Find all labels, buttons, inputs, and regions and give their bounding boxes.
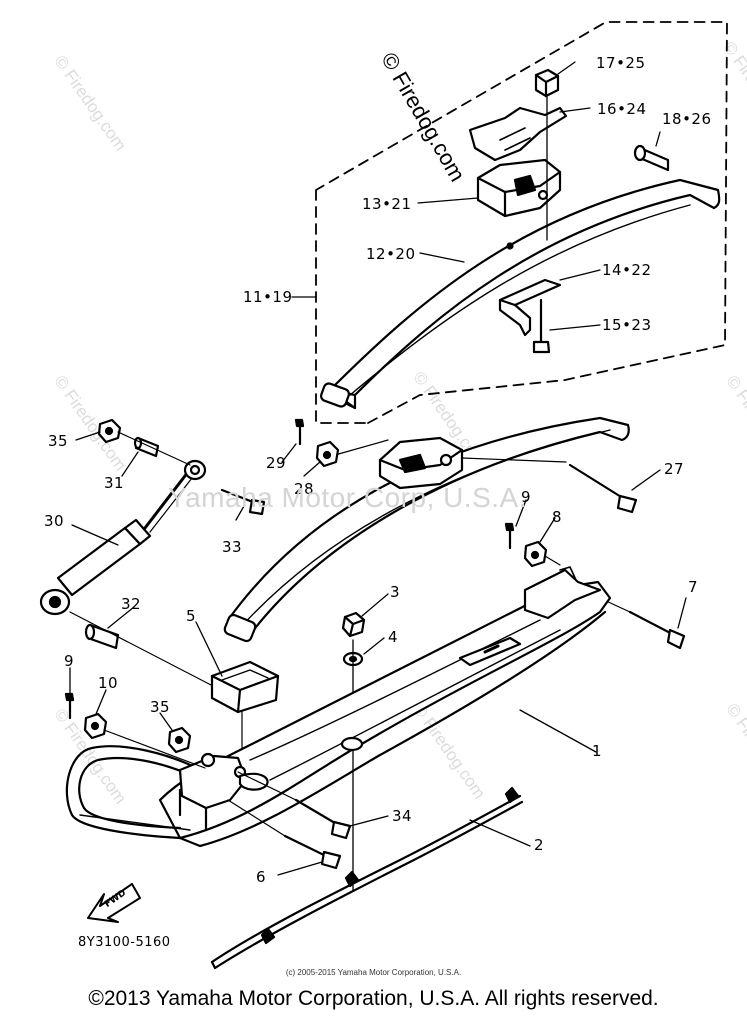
bolt-7: [628, 610, 686, 650]
callout-6: 6: [256, 868, 266, 886]
ski-front-loop: [65, 745, 212, 840]
bolt-6: [283, 834, 342, 870]
upper-bushing: [633, 144, 670, 172]
callout-3: 3: [390, 583, 400, 601]
bracket-5: [210, 660, 280, 714]
lower-spring-clamp: [378, 436, 464, 490]
callout-16-24: 16•24: [597, 100, 647, 118]
callout-27: 27: [664, 460, 684, 478]
spacer-31: [133, 436, 160, 458]
callout-2: 2: [534, 836, 544, 854]
callout-7: 7: [688, 578, 698, 596]
bolt-27: [568, 463, 638, 514]
callout-4: 4: [388, 628, 398, 646]
callout-33: 33: [222, 538, 242, 556]
copyright-small: (c) 2005-2015 Yamaha Motor Corporation, …: [285, 968, 462, 977]
nut-3: [341, 611, 366, 638]
nut-10: [83, 712, 108, 740]
nut-35-upper: [97, 418, 122, 444]
callout-8: 8: [552, 508, 562, 526]
watermark-main: Yamaha Motor Corp, U.S.A.: [168, 482, 527, 513]
callout-34: 34: [392, 807, 412, 825]
callout-35-upper: 35: [48, 432, 68, 450]
upper-nut: [534, 68, 560, 98]
leader-lines: [69, 61, 687, 876]
cotter-pin-29: [294, 418, 305, 446]
upper-bolt: [532, 298, 551, 354]
ski-front-bracket: [178, 752, 269, 832]
cotter-pin-9-right: [504, 522, 515, 550]
ski-body: [158, 566, 612, 848]
bolt-33: [220, 488, 266, 516]
upper-lower-plate: [498, 278, 562, 337]
callout-12-20: 12•20: [366, 245, 416, 263]
callout-9-right: 9: [521, 488, 531, 506]
part-code: 8Y3100-5160: [78, 935, 171, 950]
nut-8: [523, 540, 548, 568]
nut-35-lower: [167, 726, 192, 754]
callout-9-left: 9: [64, 652, 74, 670]
callout-29: 29: [266, 454, 286, 472]
cotter-pin-9-left: [64, 692, 75, 720]
callout-31: 31: [104, 474, 124, 492]
nut-28: [315, 440, 340, 468]
callout-11-19: 11•19: [243, 288, 293, 306]
upper-spring-clamp: [476, 158, 562, 218]
callout-28: 28: [294, 480, 314, 498]
shock-absorber: [39, 459, 207, 616]
fwd-arrow-icon: [87, 883, 141, 923]
callout-13-21: 13•21: [362, 195, 412, 213]
bolt-34: [294, 798, 352, 840]
callout-30: 30: [44, 512, 64, 530]
upper-spring-plate: [468, 106, 568, 162]
callout-14-22: 14•22: [602, 261, 652, 279]
lower-leaf-spring: [223, 416, 630, 643]
callout-18-26: 18•26: [662, 110, 712, 128]
callout-10: 10: [98, 674, 118, 692]
callout-17-25: 17•25: [596, 54, 646, 72]
callout-15-23: 15•23: [602, 316, 652, 334]
callout-32: 32: [121, 595, 141, 613]
assembly-dashed-box: [315, 21, 728, 424]
callout-5: 5: [186, 607, 196, 625]
spacer-32: [84, 623, 120, 650]
callout-1: 1: [592, 742, 602, 760]
copyright-main: ©2013 Yamaha Motor Corporation, U.S.A. A…: [88, 987, 659, 1010]
upper-leaf-spring: [320, 178, 721, 410]
callout-35-lower: 35: [150, 698, 170, 716]
